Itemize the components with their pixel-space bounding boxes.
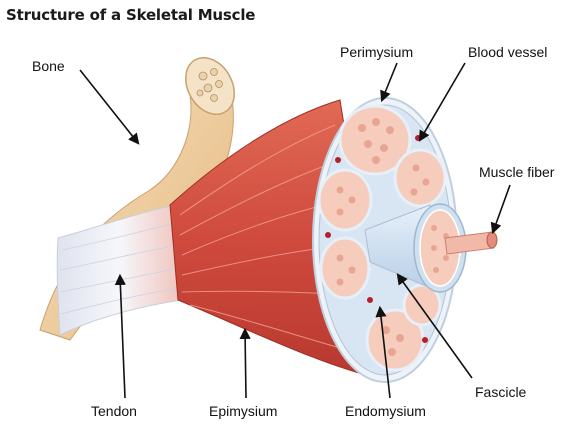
blood-vessel [325,135,428,343]
diagram-title: Structure of a Skeletal Muscle [6,6,256,24]
label-fascicle: Fascicle [475,384,527,400]
muscle-fiber [444,231,498,255]
leader-lines [79,62,511,399]
label-endomysium: Endomysium [345,403,426,419]
fascicle [364,203,467,293]
label-muscle-fiber: Muscle fiber [479,164,555,180]
muscle-cross-section [312,97,498,383]
tendon [56,204,183,336]
label-tendon: Tendon [91,403,137,419]
label-blood-vessel: Blood vessel [468,44,548,60]
label-perimysium: Perimysium [340,44,414,60]
label-bone: Bone [32,58,65,74]
label-epimysium: Epimysium [209,403,278,419]
